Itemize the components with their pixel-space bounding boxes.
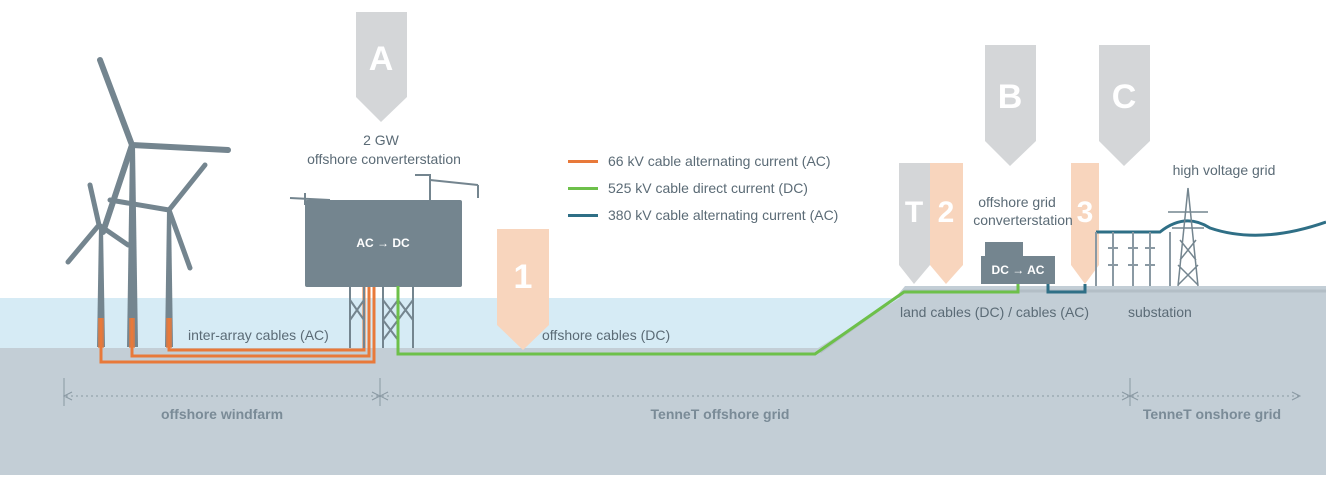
pylon: [1168, 187, 1208, 287]
legend-item-380kv: 380 kV cable alternating current (AC): [568, 207, 838, 223]
legend-label-380kv: 380 kV cable alternating current (AC): [608, 207, 839, 223]
converter-capacity: 2 GW: [363, 132, 399, 148]
substation-label: substation: [1128, 304, 1192, 320]
zone-tennet-onshore-grid: TenneT onshore grid: [1142, 406, 1282, 422]
wind-turbines: [65, 57, 231, 347]
high-voltage-line: [1096, 219, 1326, 237]
legend-swatch-380kv: [568, 213, 598, 217]
legend-item-525kv: 525 kV cable direct current (DC): [568, 180, 808, 196]
grid-station-name-line1: offshore grid: [978, 194, 1056, 210]
turbine-tower: [127, 145, 138, 347]
marker-t-shape: [899, 163, 930, 284]
marker-2-label: 2: [937, 196, 955, 229]
legend-swatch-525kv: [568, 186, 598, 190]
legend-swatch-66kv: [568, 159, 598, 163]
offshore-cables-label: offshore cables (DC): [542, 327, 671, 343]
marker-b-shape: [985, 45, 1036, 166]
legend-label-525kv: 525 kV cable direct current (DC): [608, 180, 808, 196]
turbine-blades: [107, 162, 208, 271]
ac-dc-label: AC → DC: [356, 236, 410, 250]
inter-array-cables-label: inter-array cables (AC): [188, 327, 329, 343]
grid-station-name-line2: converterstation: [973, 212, 1073, 228]
sea-water: [0, 298, 900, 348]
turbine-blades: [97, 57, 231, 235]
marker-2-shape: [930, 163, 963, 284]
onshore-converter: [981, 242, 1055, 284]
ac-land-cable: [1046, 284, 1087, 294]
dc-cable: [396, 280, 1020, 356]
zone-tennet-offshore-grid: TenneT offshore grid: [650, 406, 790, 422]
marker-3-label: 3: [1076, 196, 1094, 229]
legend-label-66kv: 66 kV cable alternating current (AC): [608, 153, 831, 169]
high-voltage-grid-label: high voltage grid: [1172, 162, 1276, 178]
substation-equipment: [1095, 232, 1171, 286]
marker-1-shape: [497, 229, 549, 350]
offshore-platform: [289, 174, 479, 348]
marker-c-label: C: [1111, 78, 1137, 116]
marker-a-label: A: [368, 40, 394, 78]
marker-c-shape: [1099, 45, 1150, 166]
marker-a-shape: [356, 12, 407, 122]
legend-item-66kv: 66 kV cable alternating current (AC): [568, 153, 831, 169]
land-cables-label: land cables (DC) / cables (AC): [900, 304, 1090, 320]
converter-station-name: offshore converterstation: [307, 151, 461, 167]
zone-dimension-lines: [62, 378, 1302, 406]
turbine-tower: [97, 225, 105, 347]
dc-ac-label: DC → AC: [991, 263, 1045, 277]
turbine-tower: [165, 210, 173, 347]
zone-offshore-windfarm: offshore windfarm: [160, 406, 284, 422]
marker-1-label: 1: [513, 258, 533, 296]
marker-t-label: T: [904, 196, 924, 229]
marker-b-label: B: [997, 78, 1023, 116]
marker-3-shape: [1071, 163, 1099, 284]
